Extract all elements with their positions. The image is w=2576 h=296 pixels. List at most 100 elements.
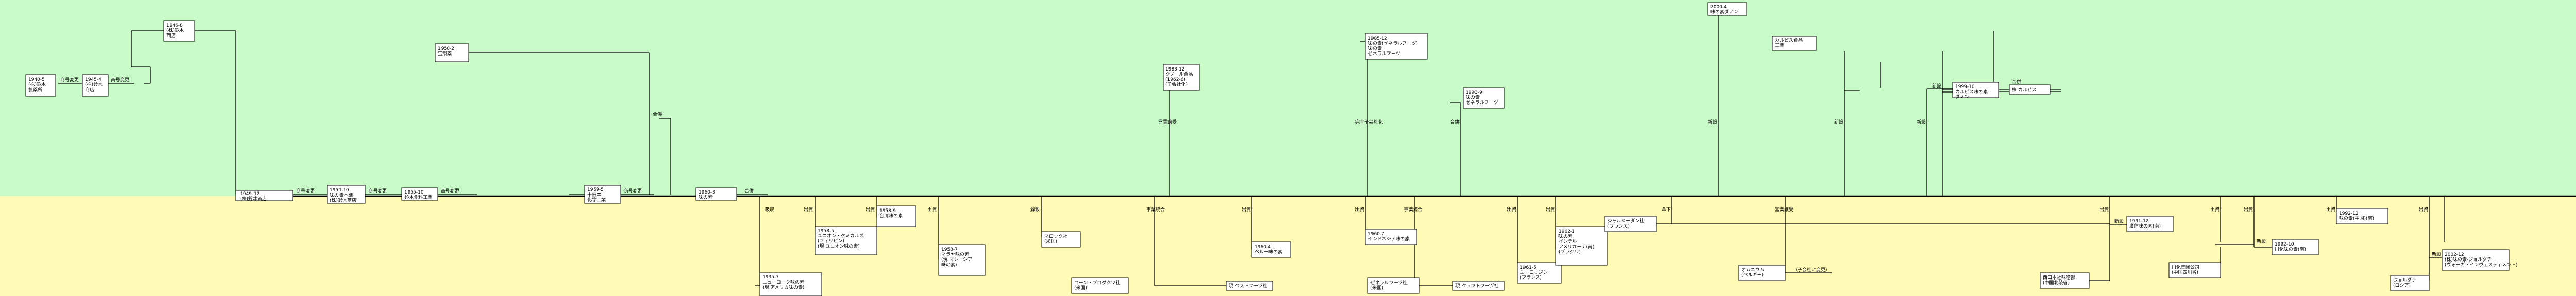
label-sanka-1: 傘下 [1662, 206, 1671, 213]
label-shusshi-1: 出資 [804, 206, 813, 213]
company-c1: 1940-5(株)鈴木製薬所 [25, 74, 56, 97]
label-shusshi-2: 出資 [866, 206, 875, 213]
label-gappei-4: 合併 [2012, 79, 2021, 85]
label-shusshi-4: 出資 [1242, 206, 1251, 213]
label-shinshutsu-1: 新設 [1708, 119, 1717, 125]
label-shinshutsu-4: 新設 [1932, 83, 1941, 89]
label-shusshi-12: 出資 [2419, 206, 2428, 213]
label-shinshutsu-6: 新設 [2257, 238, 2266, 245]
label-shogo-4: 商号変更 [368, 188, 387, 194]
label-gappei-3: 合併 [1450, 119, 1460, 125]
company-d18: 川化集団公司(中国四川省) [2168, 262, 2221, 278]
company-d22-text: 2002-12(株)味の素-ジョルダチ(ヴォーガ・インヴェスティメント) [2445, 252, 2517, 268]
event-labels: 商号変更 商号変更 商号変更 商号変更 商号変更 商号変更 合併 合併 吸収 出… [60, 77, 2441, 273]
upper-band [0, 0, 2576, 196]
company-d21-text: ジョルダチ(ロシア) [2393, 277, 2416, 288]
label-kaisan-1: 解散 [1030, 206, 1040, 213]
company-d21: ジョルダチ(ロシア) [2390, 275, 2430, 291]
label-shogo-1: 商号変更 [60, 77, 79, 83]
label-eigyo-1: 営業譲受 [1158, 119, 1177, 125]
company-d6-text: コーン・プロダクツ社(米国) [1074, 280, 1121, 291]
company-d5-text: マロック社(米国) [1044, 233, 1067, 245]
label-jigyo-2: 事業統合 [1404, 206, 1422, 213]
company-c3: 1946-8(株)鈴木商店 [163, 20, 195, 42]
company-c1-text: 1940-5(株)鈴木製薬所 [28, 77, 46, 93]
label-gappei-1: 合併 [653, 111, 662, 117]
company-d15: オムニウム(ベルギー) [1738, 265, 1786, 281]
label-shusshi-5: 出資 [1355, 206, 1364, 213]
label-shusshi-6: 出資 [1507, 206, 1516, 213]
company-d16-text: 西口本社味噌部(中国北陵省) [2043, 274, 2075, 286]
label-jigyo-1: 事業統合 [1146, 206, 1165, 213]
label-shinshutsu-7: 新設 [2432, 251, 2441, 257]
label-eigyo-2: 営業譲受 [1775, 206, 1793, 213]
company-c4: 1949-12(株)鈴木商店 [235, 190, 293, 202]
company-c3-text: 1946-8(株)鈴木商店 [166, 23, 184, 39]
label-shogo-3: 商号変更 [296, 188, 315, 194]
label-arrow-text: （子会社に変更） [1793, 267, 1830, 273]
company-d7-text: 現 ベストフーヅ社 [1229, 283, 1267, 289]
label-gappei-2: 合併 [744, 188, 754, 194]
company-c14-text: カルピス食品工業 [1775, 37, 1803, 48]
label-shogo-2: 商号変更 [111, 77, 129, 83]
company-c14: カルピス食品工業 [1772, 36, 1817, 51]
label-shusshi-10: 出資 [2244, 206, 2253, 213]
label-shusshi-8: 出資 [2099, 206, 2109, 213]
label-shusshi-11: 出資 [2326, 206, 2335, 213]
company-c2: 1945-4(株)鈴木商店 [82, 74, 109, 97]
label-shinshutsu-5: 新設 [2114, 218, 2124, 224]
company-d10-text: ゼネラルフーヅ社(米国) [1370, 280, 1408, 291]
upper-company-boxes: 1940-5(株)鈴木製薬所 1945-4(株)鈴木商店 1946-8(株)鈴木… [25, 2, 2051, 204]
label-shogo-5: 商号変更 [440, 188, 459, 194]
label-kyushu-1: 吸収 [765, 206, 774, 213]
company-d11-text: 現 クラフトフーヅ社 [1455, 283, 1499, 289]
company-d6: コーン・プロダクツ社(米国) [1071, 277, 1129, 294]
company-d15-text: オムニウム(ベルギー) [1741, 267, 1765, 278]
company-d11: 現 クラフトフーヅ社 [1452, 281, 1505, 291]
label-kanzen-1: 完全子会社化 [1355, 119, 1383, 125]
label-shusshi-7: 出資 [1546, 206, 1555, 213]
company-d18-text: 川化集団公司(中国四川省) [2172, 264, 2199, 275]
company-d14-text: ジャルヌーダン社(フランス) [1607, 218, 1645, 229]
company-d22: 2002-12(株)味の素-ジョルダチ(ヴォーガ・インヴェスティメント) [2442, 249, 2517, 271]
company-c16-text: 株 カルピス [2012, 86, 2037, 93]
